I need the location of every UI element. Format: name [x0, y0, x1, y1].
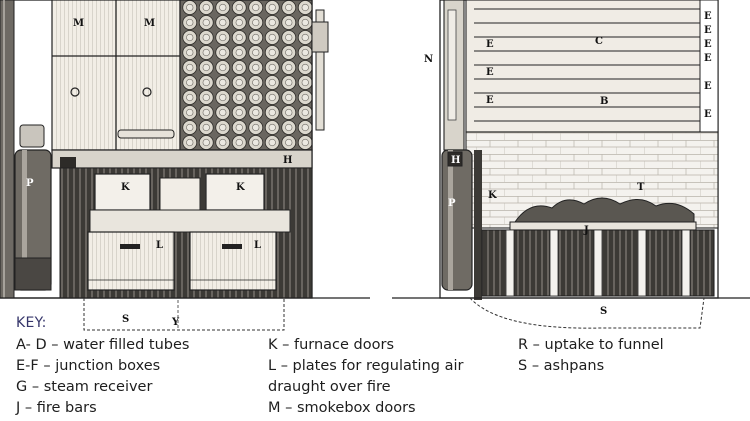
label-s-left: S — [122, 314, 129, 325]
key-item-m: M – smokebox doors — [268, 400, 416, 416]
boiler-illustration: M M H P K K L L S Y — [0, 0, 750, 331]
label-m-right: M — [144, 18, 155, 29]
label-m-left: M — [73, 18, 84, 29]
key-item-g: G – steam receiver — [16, 379, 153, 395]
key-item-j: J – fire bars — [16, 400, 97, 416]
label-t: T — [637, 182, 645, 193]
label-e-7: E — [704, 53, 712, 64]
label-e-6: E — [704, 39, 712, 50]
label-e-5: E — [704, 25, 712, 36]
label-p: P — [26, 178, 34, 189]
key-item-e-f: E-F – junction boxes — [16, 358, 161, 374]
key-item-a-d: A- D – water filled tubes — [16, 337, 190, 353]
label-p-right: P — [448, 198, 456, 209]
key-item-k: K – furnace doors — [268, 337, 395, 353]
label-s-right: S — [600, 306, 607, 317]
label-k-right: K — [236, 182, 245, 193]
label-n: N — [424, 54, 433, 65]
label-e-3: E — [486, 95, 494, 106]
key-title: KEY: — [16, 315, 47, 331]
label-y: Y — [171, 317, 180, 328]
label-k-right-view: K — [488, 190, 497, 201]
label-e-2: E — [486, 67, 494, 78]
key-item-l-cont: draught over fire — [268, 379, 391, 395]
label-c: C — [595, 36, 603, 47]
label-j: J — [583, 225, 589, 236]
side-view: N E E E E E E E E E B C H P K T J S — [392, 0, 750, 329]
label-k-left: K — [121, 182, 130, 193]
label-h-right: H — [451, 155, 460, 166]
label-h: H — [283, 155, 292, 166]
key-item-s: S – ashpans — [518, 358, 605, 374]
label-l-right: L — [254, 240, 261, 251]
key-item-l: L – plates for regulating air — [268, 358, 464, 374]
front-view: M M H P K K L L S Y — [0, 0, 370, 331]
label-l-left: L — [156, 240, 163, 251]
label-e-8: E — [704, 81, 712, 92]
label-e-4: E — [704, 11, 712, 22]
label-e-1: E — [486, 39, 494, 50]
key-item-r: R – uptake to funnel — [518, 337, 664, 353]
label-b: B — [600, 96, 608, 107]
label-e-9: E — [704, 109, 712, 120]
